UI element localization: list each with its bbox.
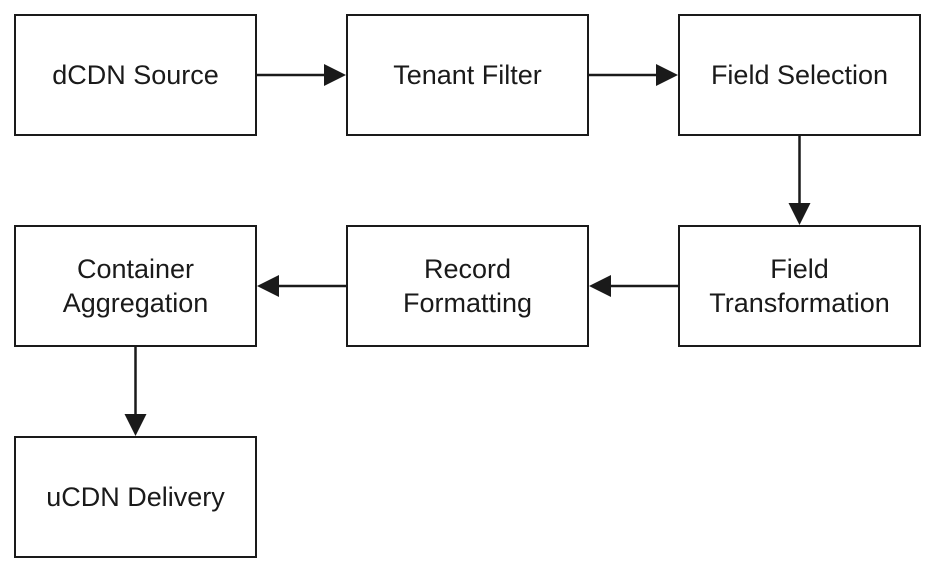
arrowhead-down — [124, 414, 147, 436]
node-label-line: Field — [770, 254, 829, 284]
node-label-line: Aggregation — [62, 288, 209, 318]
node-label-line: Field Selection — [710, 60, 889, 90]
arrowhead-left — [589, 275, 611, 297]
node-label-line: uCDN Delivery — [46, 482, 225, 512]
node-tenant-filter: Tenant Filter — [346, 14, 589, 136]
node-container-aggregation: Container Aggregation — [14, 225, 257, 347]
node-field-selection: Field Selection — [678, 14, 921, 136]
node-label-line: Tenant Filter — [393, 60, 542, 90]
node-label-line: Transformation — [709, 288, 890, 318]
node-field-transformation: Field Transformation — [678, 225, 921, 347]
node-dcdn-source: dCDN Source — [14, 14, 257, 136]
node-record-formatting: Record Formatting — [346, 225, 589, 347]
node-ucdn-delivery: uCDN Delivery — [14, 436, 257, 558]
arrowhead-right — [324, 64, 346, 86]
node-label-line: Record — [423, 254, 512, 284]
arrowhead-left — [257, 275, 279, 297]
arrowhead-down — [788, 203, 811, 225]
node-label-line: dCDN Source — [52, 60, 219, 90]
node-label-line: Formatting — [402, 288, 533, 318]
arrowhead-right — [656, 64, 678, 86]
node-label-line: Container — [76, 254, 195, 284]
